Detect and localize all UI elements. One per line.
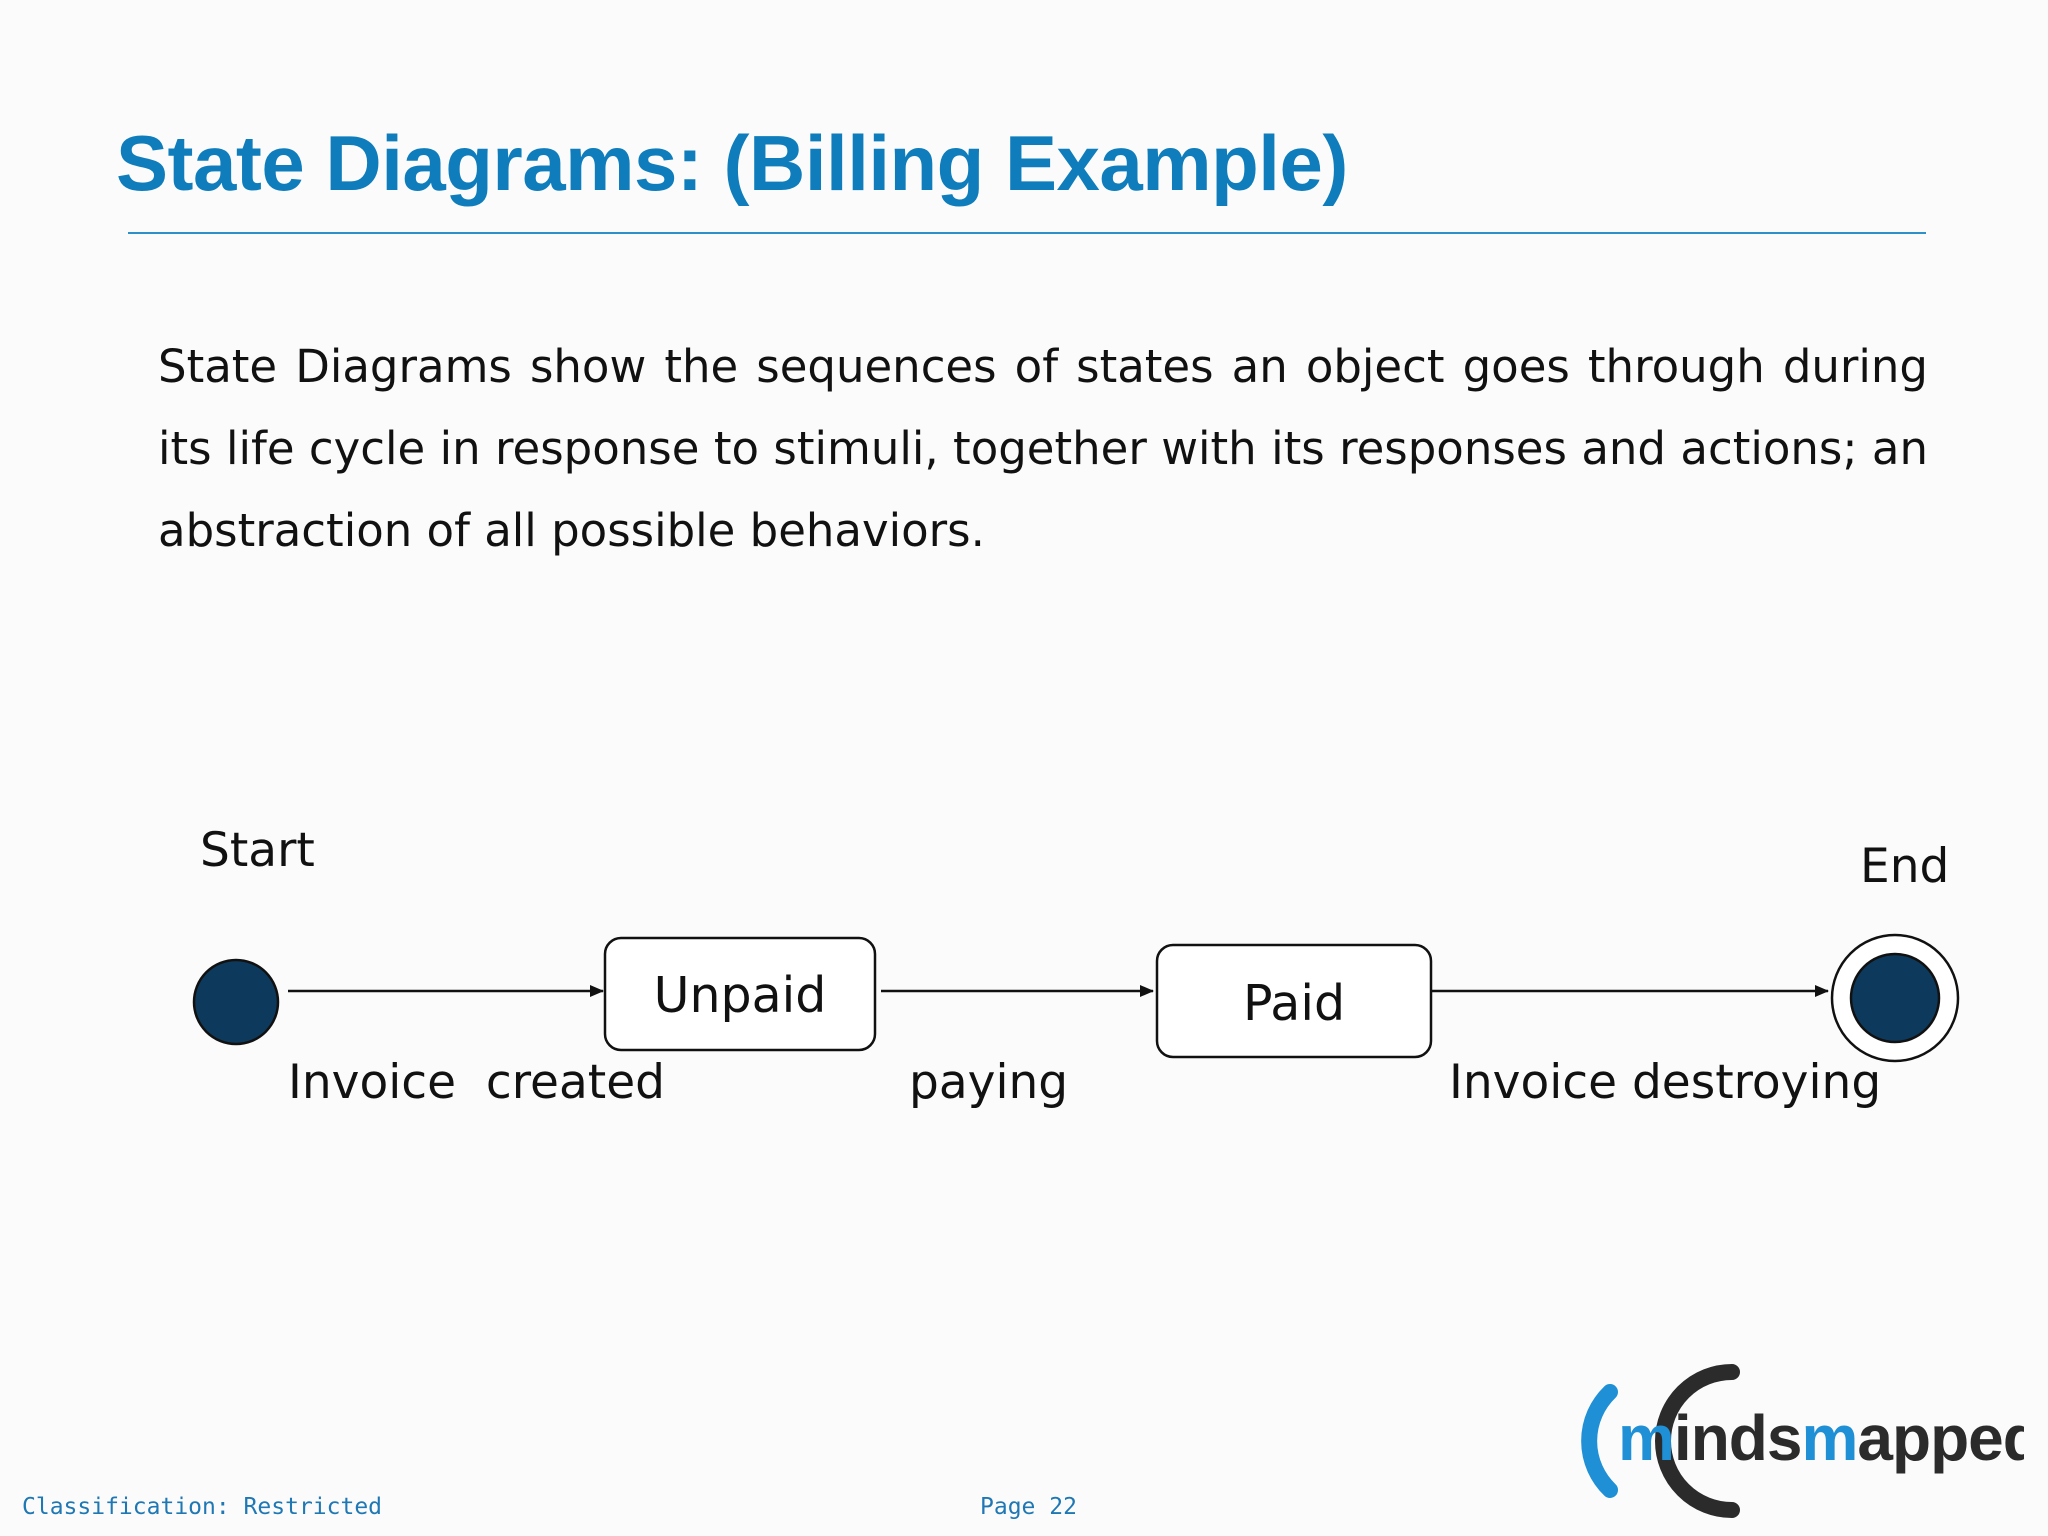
transition-label-invoice-destroying: Invoice destroying	[1449, 1055, 1881, 1110]
body-paragraph: State Diagrams show the sequences of sta…	[158, 340, 1928, 557]
end-label: End	[1860, 839, 1949, 894]
svg-text:mindsmapped: mindsmapped	[1618, 1402, 2024, 1474]
end-node	[1849, 952, 1941, 1044]
transition-label-paying: paying	[909, 1055, 1068, 1110]
start-node	[192, 958, 280, 1046]
start-label: Start	[200, 823, 315, 878]
page-number: Page 22	[980, 1494, 1077, 1520]
classification-footer: Classification: Restricted	[22, 1494, 383, 1520]
state-paid	[1155, 943, 1433, 1059]
transition-label-invoice-created: Invoice created	[288, 1055, 665, 1110]
mindsmapped-logo: mindsmapped	[1581, 1364, 2024, 1518]
state-unpaid-label: Unpaid	[654, 967, 827, 1024]
state-paid-label: Paid	[1243, 975, 1345, 1032]
state-unpaid	[603, 936, 877, 1052]
title-divider	[128, 232, 1926, 234]
slide-title: State Diagrams: (Billing Example)	[116, 119, 1348, 207]
